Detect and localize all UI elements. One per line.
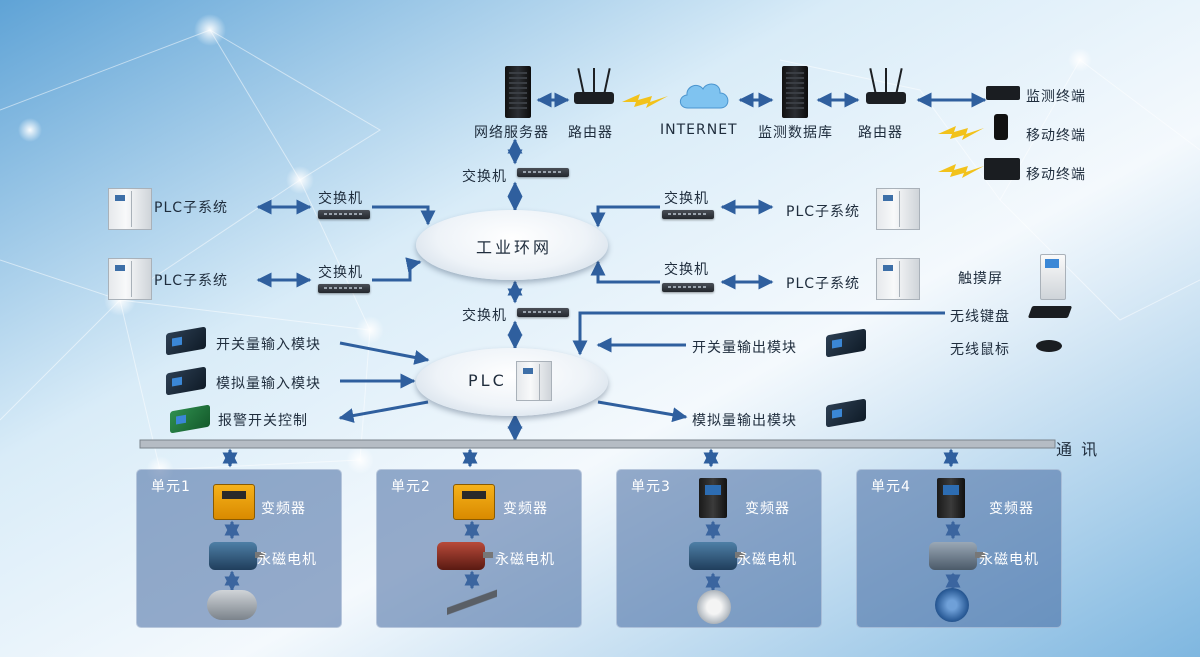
network-server-icon xyxy=(505,66,531,118)
switch-label: 交换机 xyxy=(664,262,709,278)
motor-label: 永磁电机 xyxy=(495,552,555,568)
mouse-icon xyxy=(1036,340,1062,352)
mobile-terminal-label: 移动终端 xyxy=(1026,128,1086,144)
switch-icon xyxy=(517,308,569,317)
unit-2-panel: 单元2 变频器 永磁电机 xyxy=(376,469,582,628)
inverter-icon xyxy=(453,484,495,520)
wireless-bolt-icon xyxy=(938,164,984,178)
industrial-ring-network: 工业环网 xyxy=(416,210,608,280)
plc-cabinet-icon xyxy=(876,258,920,300)
digital-input-label: 开关量输入模块 xyxy=(216,337,321,353)
plc-subsystem-label: PLC子系统 xyxy=(786,276,861,292)
ring-label: 工业环网 xyxy=(476,238,553,257)
switch-label: 交换机 xyxy=(318,191,363,207)
wireless-bolt-icon xyxy=(622,94,668,108)
network-server-label: 网络服务器 xyxy=(474,125,549,141)
unit-title: 单元3 xyxy=(631,479,671,495)
inverter-label: 变频器 xyxy=(989,501,1034,517)
unit-title: 单元4 xyxy=(871,479,911,495)
unit-title: 单元2 xyxy=(391,479,431,495)
monitor-terminal-label: 监测终端 xyxy=(1026,89,1086,105)
conveyor-icon xyxy=(447,588,497,618)
plc-subsystem-label: PLC子系统 xyxy=(154,273,229,289)
wireless-bolt-icon xyxy=(938,126,984,140)
switch-label: 交换机 xyxy=(664,191,709,207)
switch-icon xyxy=(318,284,370,293)
switch-icon xyxy=(662,210,714,219)
monitor-db-label: 监测数据库 xyxy=(758,125,833,141)
inverter-icon xyxy=(699,478,727,518)
pump-icon xyxy=(935,588,969,622)
inverter-icon xyxy=(937,478,965,518)
motor-icon xyxy=(689,542,745,570)
analog-output-label: 模拟量输出模块 xyxy=(692,413,797,429)
communication-bus-label: 通 讯 xyxy=(1056,440,1100,459)
switch-label: 交换机 xyxy=(462,169,507,185)
laptop-icon xyxy=(984,158,1020,180)
plc-subsystem-label: PLC子系统 xyxy=(154,200,229,216)
unit-title: 单元1 xyxy=(151,479,191,495)
switch-label: 交换机 xyxy=(318,265,363,281)
motor-label: 永磁电机 xyxy=(979,552,1039,568)
mobile-phone-icon xyxy=(994,114,1008,140)
wireless-mouse-label: 无线鼠标 xyxy=(950,342,1010,358)
plc-cabinet-icon xyxy=(876,188,920,230)
keyboard-icon xyxy=(1027,306,1073,318)
unit-1-panel: 单元1 变频器 永磁电机 xyxy=(136,469,342,628)
switch-label: 交换机 xyxy=(462,308,507,324)
switch-icon xyxy=(662,283,714,292)
unit-4-panel: 单元4 变频器 永磁电机 xyxy=(856,469,1062,628)
plc-cabinet-icon xyxy=(108,188,152,230)
ball-mill-icon xyxy=(207,590,257,620)
analog-input-label: 模拟量输入模块 xyxy=(216,376,321,392)
inverter-label: 变频器 xyxy=(503,501,548,517)
router-right-label: 路由器 xyxy=(858,125,903,141)
inverter-icon xyxy=(213,484,255,520)
inverter-label: 变频器 xyxy=(745,501,790,517)
mobile-terminal-label: 移动终端 xyxy=(1026,167,1086,183)
plc-cabinet-icon xyxy=(108,258,152,300)
motor-label: 永磁电机 xyxy=(257,552,317,568)
digital-output-label: 开关量输出模块 xyxy=(692,340,797,356)
monitor-terminal-icon xyxy=(986,86,1020,100)
inverter-label: 变频器 xyxy=(261,501,306,517)
cloud-icon xyxy=(679,83,729,109)
switch-icon xyxy=(517,168,569,177)
router-icon xyxy=(574,68,614,104)
fan-icon xyxy=(697,590,731,624)
switch-icon xyxy=(318,210,370,219)
alarm-switch-label: 报警开关控制 xyxy=(218,413,308,429)
motor-icon xyxy=(209,542,265,570)
wireless-keyboard-label: 无线键盘 xyxy=(950,309,1010,325)
plc-controller: PLC xyxy=(416,348,608,416)
unit-3-panel: 单元3 变频器 永磁电机 xyxy=(616,469,822,628)
touch-screen-icon xyxy=(1040,254,1066,300)
motor-label: 永磁电机 xyxy=(737,552,797,568)
motor-icon xyxy=(929,542,985,570)
monitor-database-icon xyxy=(782,66,808,118)
plc-cabinet-icon xyxy=(516,361,552,401)
router-icon xyxy=(866,68,906,104)
router-left-label: 路由器 xyxy=(568,125,613,141)
internet-label: INTERNET xyxy=(660,122,738,138)
motor-icon xyxy=(437,542,493,570)
plc-subsystem-label: PLC子系统 xyxy=(786,204,861,220)
plc-label: PLC xyxy=(468,371,507,390)
touch-screen-label: 触摸屏 xyxy=(958,271,1003,287)
